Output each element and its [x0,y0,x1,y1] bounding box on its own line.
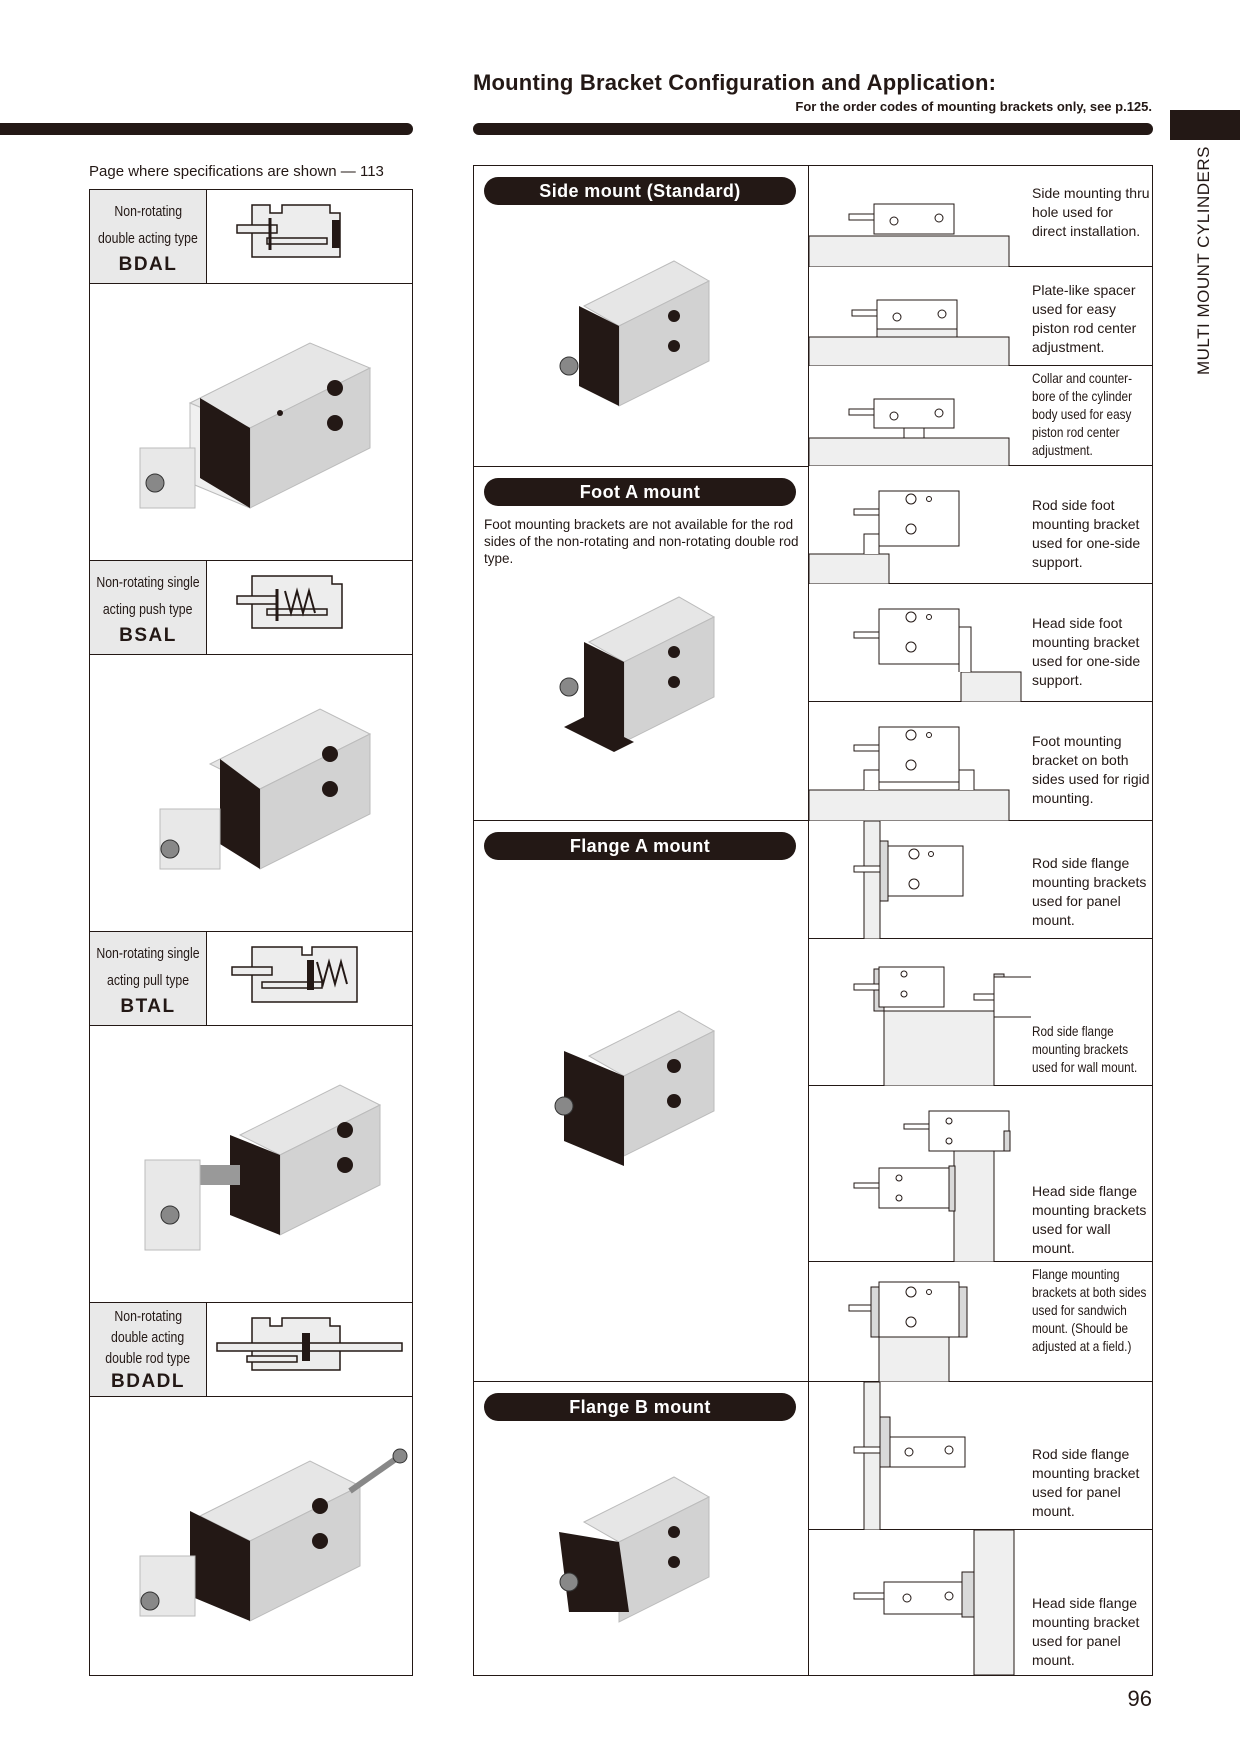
application-diagram [809,584,1031,702]
application-diagram [809,267,1031,366]
series-description: double rod type [105,1350,191,1367]
page-number: 96 [1127,1686,1152,1711]
application-diagram [809,702,1031,821]
section-side-label: MULTI MOUNT CYLINDERS [1194,146,1213,376]
application-diagram [809,939,1031,1086]
mounting-table: Side mount (Standard) Foot A mount Foot … [473,165,1153,1676]
series-description: Non-rotating [114,202,182,220]
section-tab [1170,110,1240,140]
mount-title: Flange A mount [484,832,796,860]
application-row: Head side flange mounting bracket used f… [809,1530,1152,1675]
cylinder-photo [90,654,412,932]
application-diagram [809,1086,1031,1262]
page-title: Mounting Bracket Configuration and Appli… [473,70,997,95]
cylinder-photo [90,283,412,561]
series-header-btal: Non-rotating single acting pull type BTA… [90,932,412,1026]
series-description: double acting type [98,229,198,247]
application-text: Foot mounting bracket on both sides used… [1032,733,1150,806]
application-text: Side mounting thru hole used for direct … [1032,185,1150,239]
series-code: BTAL [120,995,176,1017]
application-text: Flange mounting brackets at both sides u… [1032,1266,1147,1354]
mount-flange-a: Flange A mount [474,821,809,1382]
application-row: Flange mounting brackets at both sides u… [809,1262,1152,1382]
mount-note: Foot mounting brackets are not available… [484,517,799,566]
application-row: Head side flange mounting brackets used … [809,1086,1152,1262]
application-row: Rod side flange mounting brackets used f… [809,939,1152,1086]
application-row: Rod side flange mounting bracket used fo… [809,1382,1152,1530]
series-code: BDADL [111,1371,185,1392]
application-row: Head side foot mounting bracket used for… [809,584,1152,702]
series-label: Non-rotating single acting push type BSA… [90,561,207,654]
application-diagram [809,1382,1031,1530]
application-row: Foot mounting bracket on both sides used… [809,702,1152,821]
cylinder-symbol-diagram [207,932,412,1025]
flange-a-mount-photo [539,1001,749,1201]
series-description: acting pull type [106,971,190,989]
application-diagram [809,366,1031,466]
series-label: Non-rotating double acting double rod ty… [90,1303,207,1396]
flange-b-mount-photo [544,1462,744,1662]
application-text: Rod side flange mounting brackets used f… [1032,855,1147,928]
series-header-bsal: Non-rotating single acting push type BSA… [90,561,412,655]
application-diagram [809,466,1031,584]
mount-side: Side mount (Standard) [474,166,809,467]
series-description: Non-rotating single [96,573,200,591]
series-description: acting push type [103,600,193,618]
application-text: Rod side foot mounting bracket used for … [1032,497,1141,570]
mount-title: Foot A mount [484,478,796,506]
application-text: Head side foot mounting bracket used for… [1032,615,1141,688]
cylinder-symbol-diagram [207,561,412,654]
cylinder-photo [90,1396,412,1673]
application-text: Rod side flange mounting bracket used fo… [1032,1446,1140,1519]
series-description: Non-rotating [114,1308,182,1325]
series-description: double acting [111,1329,185,1346]
series-header-bdal: Non-rotating double acting type BDAL [90,190,412,284]
application-diagram [809,1530,1031,1675]
application-text: Plate-like spacer used for easy piston r… [1032,282,1137,355]
application-diagram [809,1262,1031,1382]
application-row: Rod side flange mounting brackets used f… [809,821,1152,939]
cylinder-symbol-diagram [207,190,412,283]
cylinder-photo [90,1025,412,1303]
application-text: Collar and counter-bore of the cylinder … [1032,370,1133,458]
application-row: Plate-like spacer used for easy piston r… [809,267,1152,366]
cylinder-symbol-diagram [207,1303,412,1396]
application-row: Collar and counter-bore of the cylinder … [809,366,1152,466]
application-diagram [809,166,1031,267]
foot-a-mount-photo [544,587,744,787]
application-text: Head side flange mounting brackets used … [1032,1183,1147,1256]
page-subtitle: For the order codes of mounting brackets… [795,99,1152,114]
series-code: BSAL [119,624,177,646]
mount-flange-b: Flange B mount [474,1382,809,1675]
series-table: Non-rotating double acting type BDAL [89,189,413,1676]
right-header-bar [473,123,1153,135]
left-header-bar [0,123,413,135]
spec-page-reference: Page where specifications are shown — 11… [89,163,384,180]
series-header-bdadl: Non-rotating double acting double rod ty… [90,1303,412,1397]
series-label: Non-rotating double acting type BDAL [90,190,207,283]
mount-title: Flange B mount [484,1393,796,1421]
application-text: Rod side flange mounting brackets used f… [1032,1023,1138,1075]
series-description: Non-rotating single [96,944,200,962]
application-diagram [809,821,1031,939]
side-mount-photo [544,246,744,446]
application-row: Side mounting thru hole used for direct … [809,166,1152,267]
application-row: Rod side foot mounting bracket used for … [809,466,1152,584]
mount-foot-a: Foot A mount Foot mounting brackets are … [474,467,809,821]
series-code: BDAL [118,253,178,275]
application-text: Head side flange mounting bracket used f… [1032,1595,1140,1668]
mount-title: Side mount (Standard) [484,177,796,205]
series-label: Non-rotating single acting pull type BTA… [90,932,207,1025]
